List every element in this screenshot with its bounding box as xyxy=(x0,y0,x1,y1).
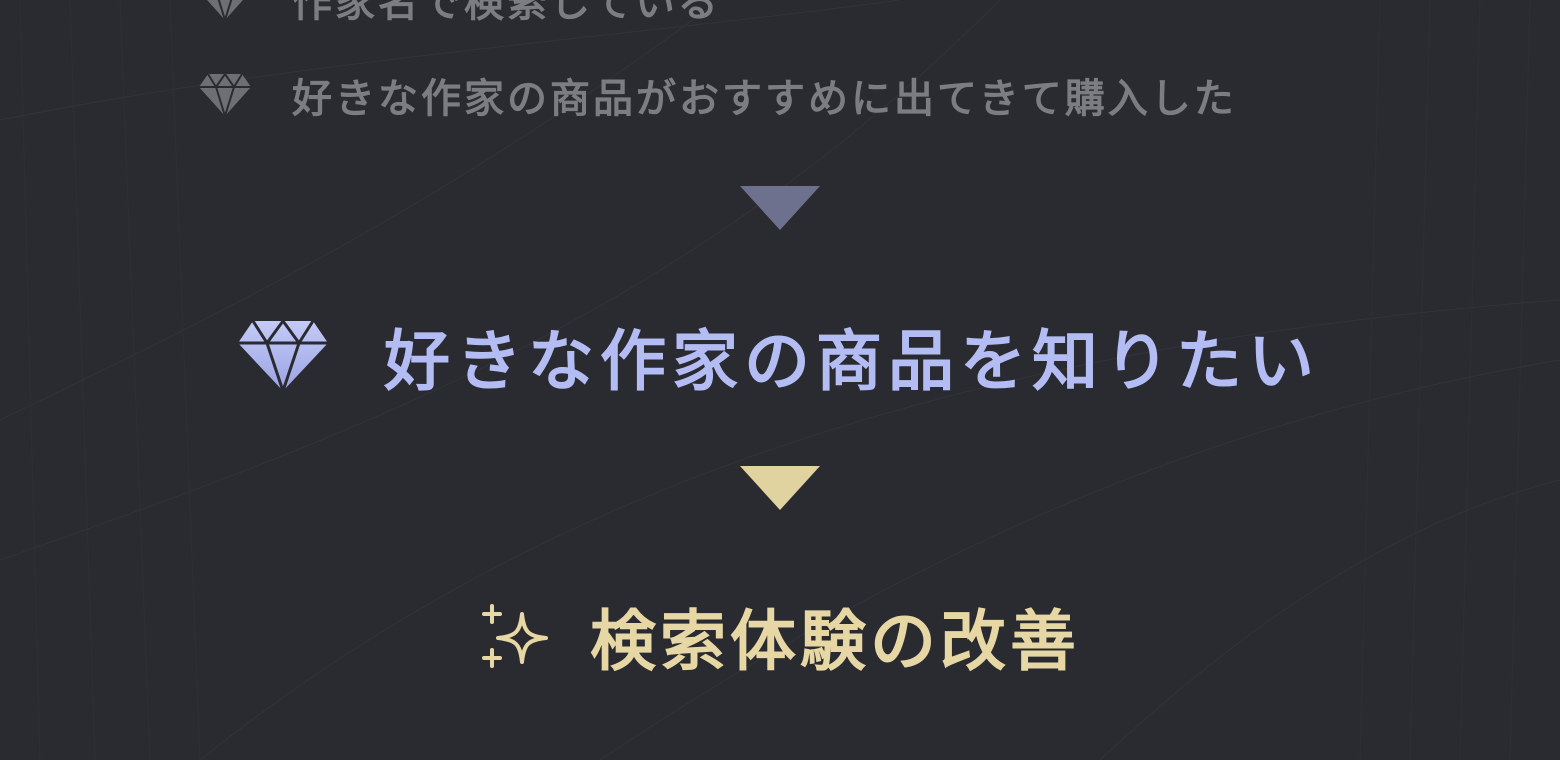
reason-text: 好きな作家の商品がおすすめに出てきて購入した xyxy=(292,76,1237,122)
triangle-down-icon xyxy=(740,466,820,510)
triangle-down-icon xyxy=(740,186,820,230)
diamond-icon xyxy=(199,72,251,118)
reason-item: 作家名で検索している xyxy=(198,0,721,28)
user-need: 好きな作家の商品を知りたい xyxy=(236,308,1320,404)
diamond-icon xyxy=(238,318,328,394)
need-text: 好きな作家の商品を知りたい xyxy=(384,323,1320,400)
solution: 検索体験の改善 xyxy=(482,588,1080,684)
sparkle-icon xyxy=(482,604,548,668)
solution-text: 検索体験の改善 xyxy=(590,603,1080,680)
diamond-icon xyxy=(207,0,243,22)
reason-text: 作家名で検索している xyxy=(292,0,721,26)
reason-item: 好きな作家の商品がおすすめに出てきて購入した xyxy=(198,66,1237,124)
